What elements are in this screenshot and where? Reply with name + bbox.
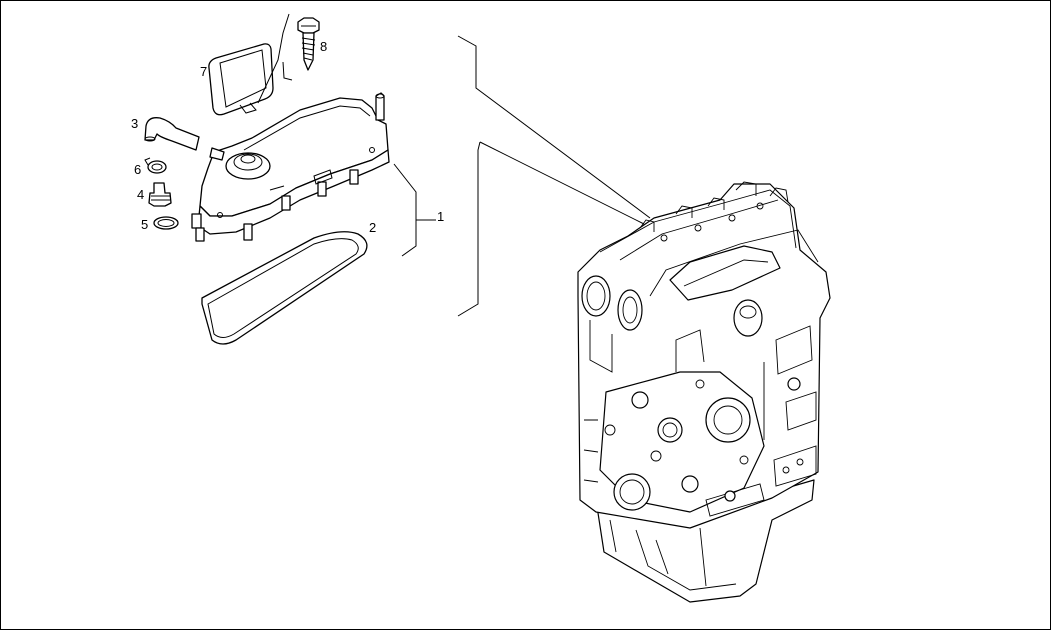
callout-3: 3 <box>131 116 138 131</box>
callout-8: 8 <box>320 39 327 54</box>
explode-leader-diagonal <box>479 141 645 225</box>
callout-2: 2 <box>369 220 376 235</box>
callout-5: 5 <box>141 217 148 232</box>
part-7-cover-plate[interactable] <box>208 43 274 116</box>
part-6-clamp[interactable] <box>144 157 167 174</box>
part-8-screw[interactable] <box>297 17 320 71</box>
rocker-cover-assembly[interactable] <box>191 92 390 242</box>
explode-leader-bottom <box>457 141 481 317</box>
leader-8b <box>282 61 293 81</box>
callout-6: 6 <box>134 162 141 177</box>
engine-block[interactable] <box>577 181 831 603</box>
bracket-1 <box>393 163 417 257</box>
part-4-fitting[interactable] <box>148 182 172 207</box>
part-2-gasket[interactable] <box>201 231 368 345</box>
callout-7: 7 <box>200 64 207 79</box>
part-3-breather-hose[interactable] <box>144 117 200 151</box>
leader-7 <box>257 13 290 104</box>
explode-leader-top <box>457 35 651 219</box>
part-5-o-ring[interactable] <box>153 216 179 230</box>
callout-1: 1 <box>437 209 444 224</box>
callout-4: 4 <box>137 187 144 202</box>
